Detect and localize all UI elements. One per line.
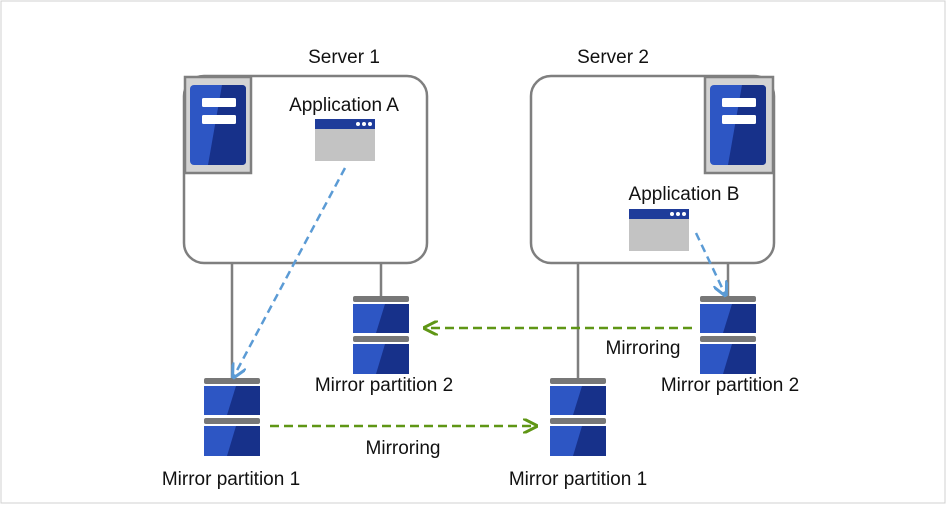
server-icon [710, 85, 766, 165]
application-a-label: Application A [289, 95, 399, 116]
application-window-icon [315, 119, 375, 161]
server-2-mirror-partition-2-label: Mirror partition 2 [661, 375, 799, 396]
server-1-mirror-partition-1-label: Mirror partition 1 [162, 469, 300, 490]
application-b-label: Application B [629, 184, 740, 205]
app-b-access-arrow [694, 232, 725, 294]
application-window-icon [629, 209, 689, 251]
mirroring-label-lower: Mirroring [366, 438, 441, 459]
server-1-label: Server 1 [308, 47, 380, 68]
server-2-label: Server 2 [577, 47, 649, 68]
server-1-mirror-partition-2-label: Mirror partition 2 [315, 375, 453, 396]
app-a-access-arrow [234, 167, 347, 376]
server-icon [190, 85, 246, 165]
mirroring-label-upper: Mirroring [606, 338, 681, 359]
server-2-mirror-partition-1-label: Mirror partition 1 [509, 469, 647, 490]
